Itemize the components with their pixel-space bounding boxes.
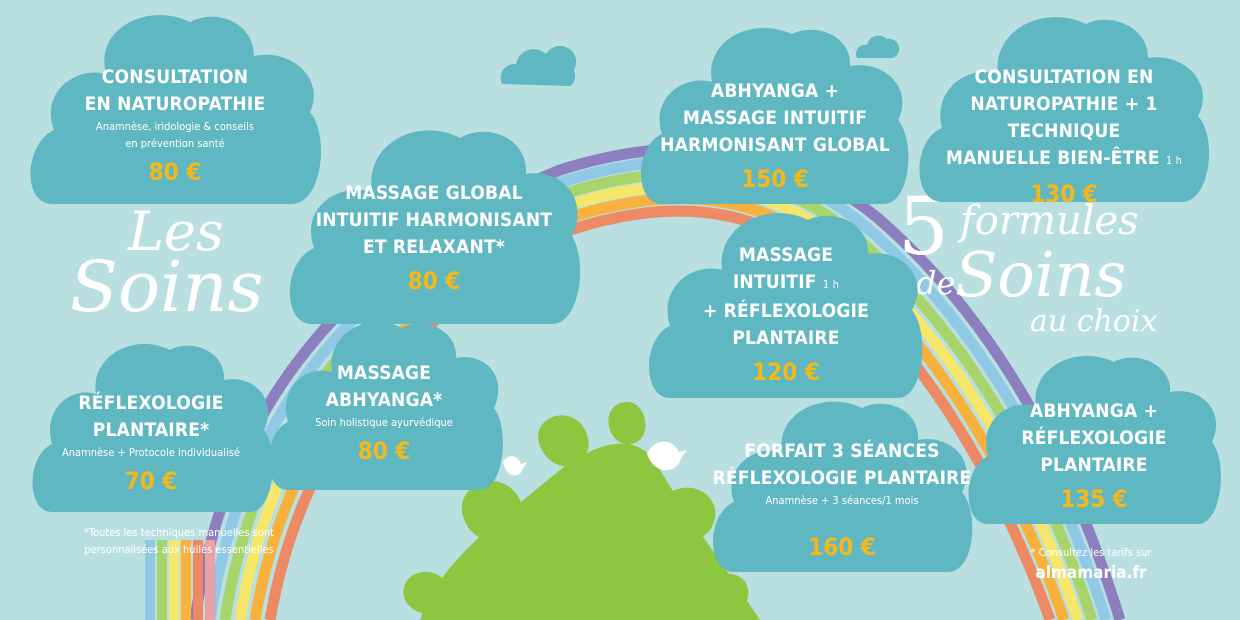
card-title-line: PLANTAIRE* <box>92 419 210 441</box>
card-title-line: RÉFLEXOLOGIE <box>78 392 224 414</box>
card-massage-abhyanga: MASSAGE ABHYANGA* Soin holistique ayurvé… <box>268 316 503 494</box>
card-title-line: INTUITIF HARMONISANT <box>315 209 553 231</box>
card-price: 80 € <box>148 158 202 186</box>
card-duration: 1 h <box>822 278 840 291</box>
card-title-line: CONSULTATION <box>101 66 249 88</box>
card-price: 80 € <box>407 267 461 295</box>
card-price: 160 € <box>808 533 876 561</box>
card-title-line: RÉFLEXOLOGIE PLANTAIRE <box>712 467 972 489</box>
card-title-line: CONSULTATION EN <box>974 66 1154 88</box>
cloud-shape <box>30 15 322 205</box>
card-title-line: PLANTAIRE <box>1040 454 1148 476</box>
card-subtitle: Soin holistique ayurvédique <box>315 416 453 429</box>
cloud-shape <box>968 355 1221 524</box>
card-price: 80 € <box>357 437 411 465</box>
card-title-line: MASSAGE GLOBAL <box>345 182 523 204</box>
plant-illustration <box>403 401 760 620</box>
rainbow-left <box>145 540 215 620</box>
card-title-text: MANUELLE BIEN-ÊTRE <box>945 147 1160 169</box>
card-massage-reflexologie: MASSAGE INTUITIF 1 h + RÉFLEXOLOGIE PLAN… <box>648 206 924 402</box>
cloud-shape <box>649 213 923 398</box>
card-title-line: + RÉFLEXOLOGIE <box>702 300 869 322</box>
card-subtitle: Anamnèse, iridologie & conseils <box>95 120 255 133</box>
asterisk-icon: * <box>1030 546 1036 559</box>
footnote-left: *Toutes les techniques manuelles sont pe… <box>64 524 294 558</box>
bird-icon <box>503 441 687 476</box>
card-consultation-naturopathie: CONSULTATION EN NATUROPATHIE Anamnèse, i… <box>30 8 322 208</box>
card-title-line: MASSAGE INTUITIF <box>682 107 868 129</box>
card-reflexologie: RÉFLEXOLOGIE PLANTAIRE* Anamnèse + Proto… <box>32 338 273 516</box>
card-title-line: ABHYANGA + <box>1029 400 1159 422</box>
card-abhyanga-reflexologie: ABHYANGA + RÉFLEXOLOGIE PLANTAIRE 135 € <box>968 350 1221 528</box>
card-price: 130 € <box>1030 180 1098 208</box>
card-price: 70 € <box>124 467 178 495</box>
card-title-line: NATUROPATHIE + 1 TECHNIQUE <box>970 93 1158 142</box>
footnote-line: Consultez les tarifs sur <box>1038 546 1152 559</box>
card-subtitle: Anamnèse + 3 séances/1 mois <box>765 494 919 507</box>
card-title-line: PLANTAIRE <box>732 327 840 349</box>
card-price: 120 € <box>752 358 820 386</box>
card-forfait: FORFAIT 3 SÉANCES RÉFLEXOLOGIE PLANTAIRE… <box>712 396 973 576</box>
card-price: 150 € <box>741 165 809 193</box>
card-title-text: INTUITIF <box>732 271 817 293</box>
title-soins-2: Soins <box>955 238 1127 311</box>
card-abhyanga-massage: ABHYANGA + MASSAGE INTUITIF HARMONISANT … <box>640 22 910 208</box>
card-price: 135 € <box>1060 485 1128 513</box>
card-title-line: MANUELLE BIEN-ÊTRE 1 h <box>918 145 1210 174</box>
title-au-choix: au choix <box>1030 304 1158 339</box>
card-title-line: RÉFLEXOLOGIE <box>1021 427 1167 449</box>
asterisk-icon: * <box>83 526 89 539</box>
footnote-right: * Consultez les tarifs sur almamaria.fr <box>1006 544 1176 585</box>
card-consultation-technique: CONSULTATION EN NATUROPATHIE + 1 TECHNIQ… <box>918 10 1210 208</box>
title-les: Les <box>128 200 224 263</box>
footnote-line: personnalisées aux huiles essentielles <box>84 543 274 556</box>
cloud-shape <box>919 17 1210 203</box>
card-title-line: EN NATUROPATHIE <box>84 93 266 115</box>
cloud-shape <box>32 343 273 512</box>
card-title-line: ABHYANGA* <box>325 389 443 411</box>
card-title-line: ABHYANGA + <box>710 80 840 102</box>
title-formules: formules <box>960 198 1139 244</box>
card-duration: 1 h <box>1165 154 1183 167</box>
card-title-line: INTUITIF 1 h <box>648 269 924 298</box>
card-subtitle: Anamnèse + Protocole individualisé <box>61 446 241 459</box>
card-title-line: HARMONISANT GLOBAL <box>660 134 890 156</box>
card-massage-global: MASSAGE GLOBAL INTUITIF HARMONISANT ET R… <box>288 112 581 330</box>
website-link[interactable]: almamaria.fr <box>1035 563 1147 583</box>
card-title-line: MASSAGE <box>738 244 834 266</box>
small-clouds <box>500 35 900 86</box>
title-de: de <box>916 264 956 302</box>
cloud-shape <box>641 27 909 204</box>
cloud-shape <box>713 401 973 572</box>
cloud-shape <box>268 321 503 490</box>
card-title-line: MASSAGE <box>336 362 432 384</box>
title-soins: Soins <box>70 246 264 328</box>
footnote-line: Toutes les techniques manuelles sont <box>88 526 275 539</box>
cloud-shape <box>289 130 581 324</box>
card-title-line: FORFAIT 3 SÉANCES <box>744 440 940 462</box>
card-title-line: ET RELAXANT* <box>363 236 505 258</box>
card-subtitle: en prévention santé <box>125 137 225 150</box>
